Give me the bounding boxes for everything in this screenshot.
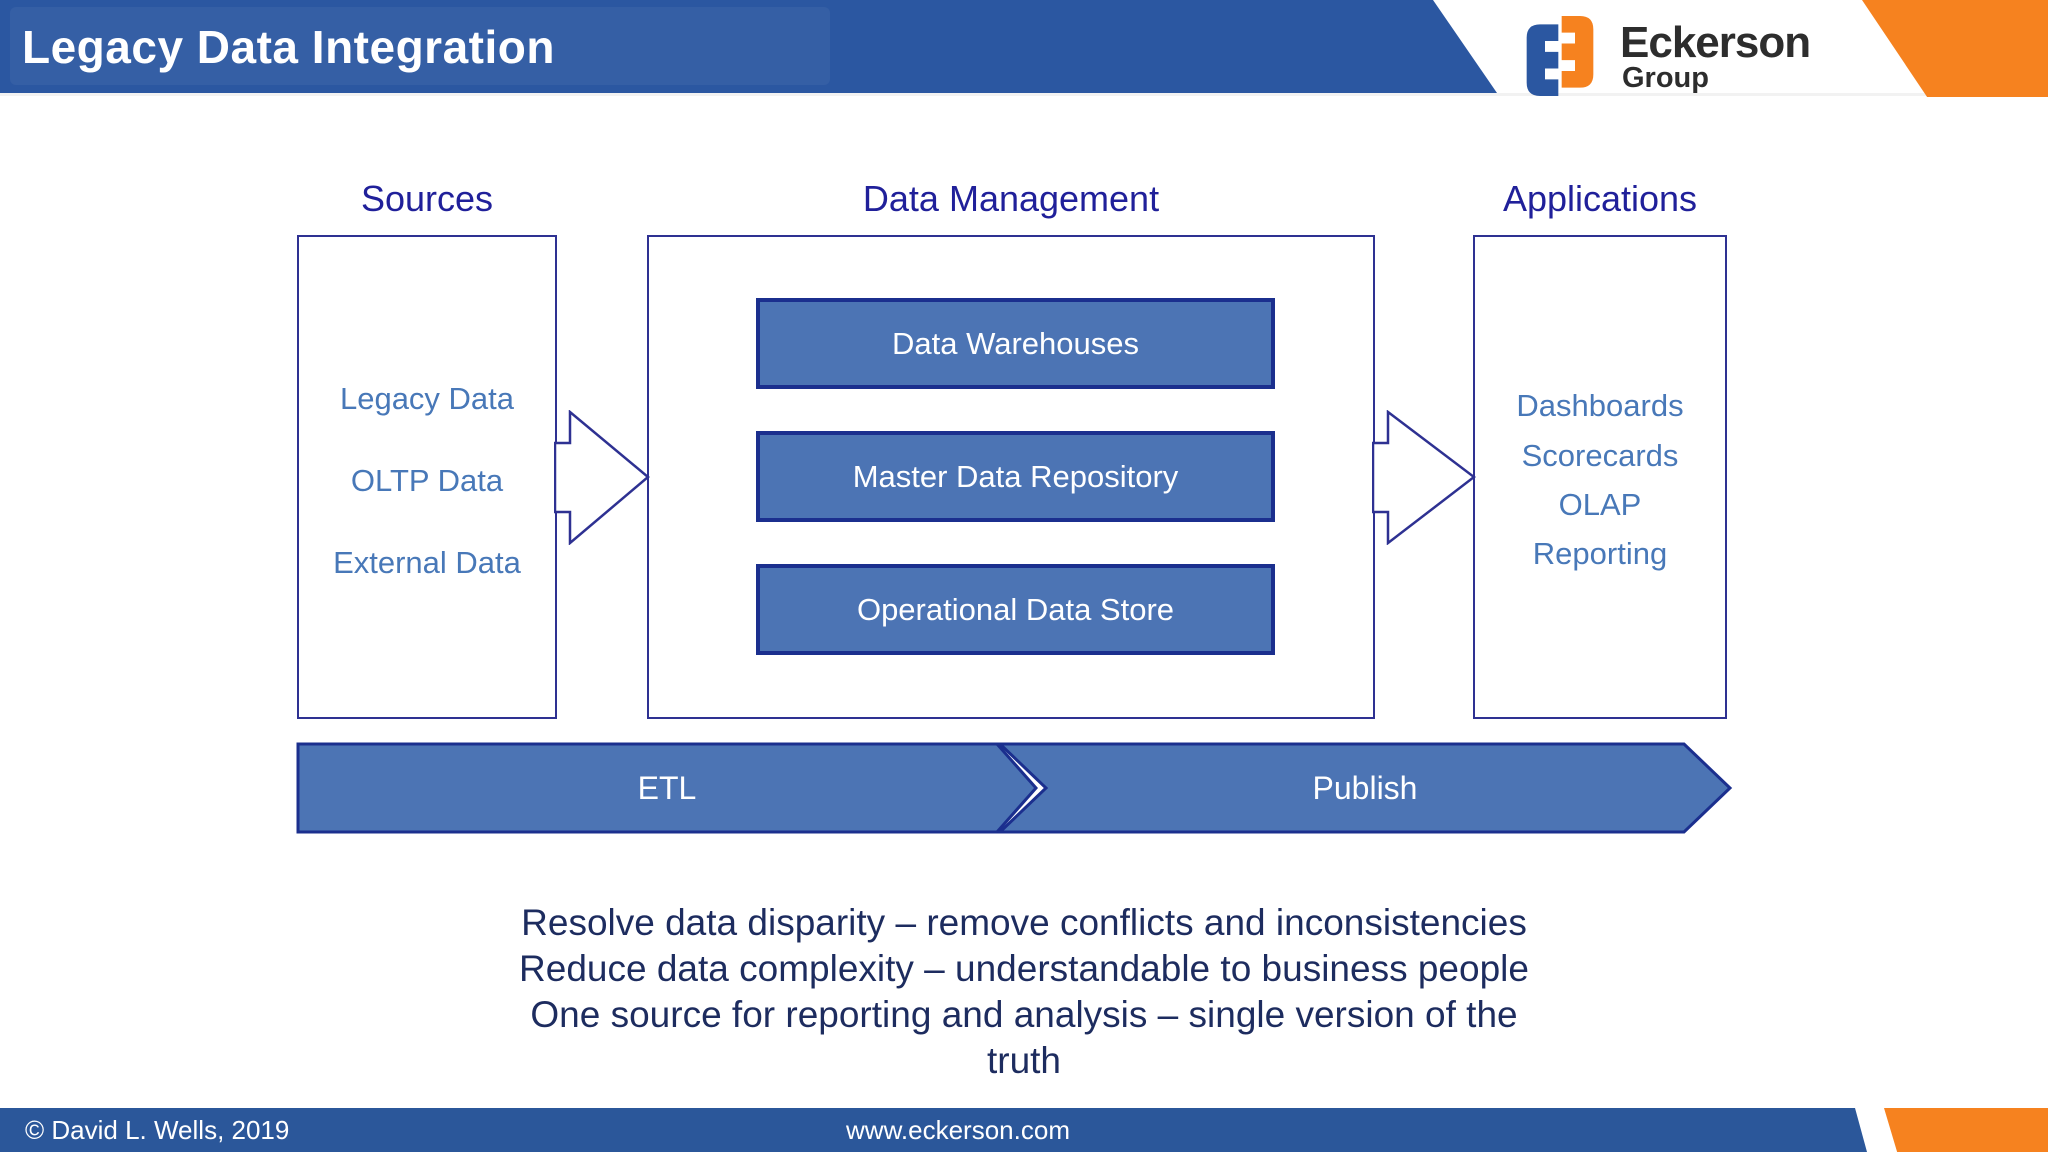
header-bar <box>0 0 1497 93</box>
application-item: Reporting <box>1532 536 1668 571</box>
orange-corner-bottom-right <box>1884 1108 2048 1152</box>
application-item: OLAP <box>1558 487 1642 522</box>
application-item: Dashboards <box>1516 388 1684 423</box>
application-item: Scorecards <box>1521 438 1679 473</box>
orange-corner-top-right <box>1862 0 2048 97</box>
master-data-repository-box: Master Data Repository <box>756 431 1275 522</box>
logo-sub-wordmark: Group <box>1622 62 1709 94</box>
operational-data-store-box: Operational Data Store <box>756 564 1275 655</box>
data-warehouses-box: Data Warehouses <box>756 298 1275 389</box>
footer-bar <box>0 1108 1867 1152</box>
summary-line: truth <box>986 1040 1062 1081</box>
header-divider <box>0 93 2048 96</box>
sources-to-dm-arrow-icon <box>554 410 650 545</box>
title-highlight <box>10 7 830 85</box>
source-item: External Data <box>333 545 521 580</box>
page-title: Legacy Data Integration <box>22 20 555 73</box>
eckerson-e3-icon <box>1526 16 1594 96</box>
data-management-title: Data Management <box>862 178 1160 219</box>
sources-box <box>297 235 557 719</box>
summary-text: Resolve data disparity – remove conflict… <box>0 900 2048 1084</box>
sources-title: Sources <box>360 178 494 219</box>
applications-box <box>1473 235 1727 719</box>
eckerson-logo: Eckerson Group <box>1516 12 1846 96</box>
footer-website: www.eckerson.com <box>846 1114 1070 1145</box>
publish-arrow-shape <box>996 742 1733 834</box>
etl-arrow-shape <box>296 742 1039 834</box>
summary-line: Reduce data complexity – understandable … <box>519 948 1529 989</box>
dm-to-applications-arrow-icon <box>1372 410 1476 545</box>
etl-arrow-label: ETL <box>637 769 697 806</box>
summary-line: One source for reporting and analysis – … <box>530 994 1518 1035</box>
flow-arrows <box>296 742 1733 834</box>
source-item: OLTP Data <box>350 463 504 498</box>
logo-wordmark: Eckerson <box>1620 18 1811 67</box>
footer-copyright: © David L. Wells, 2019 <box>25 1114 290 1145</box>
source-item: Legacy Data <box>339 381 515 416</box>
publish-arrow-label: Publish <box>1312 769 1418 806</box>
applications-title: Applications <box>1502 178 1698 219</box>
summary-line: Resolve data disparity – remove conflict… <box>521 902 1527 943</box>
